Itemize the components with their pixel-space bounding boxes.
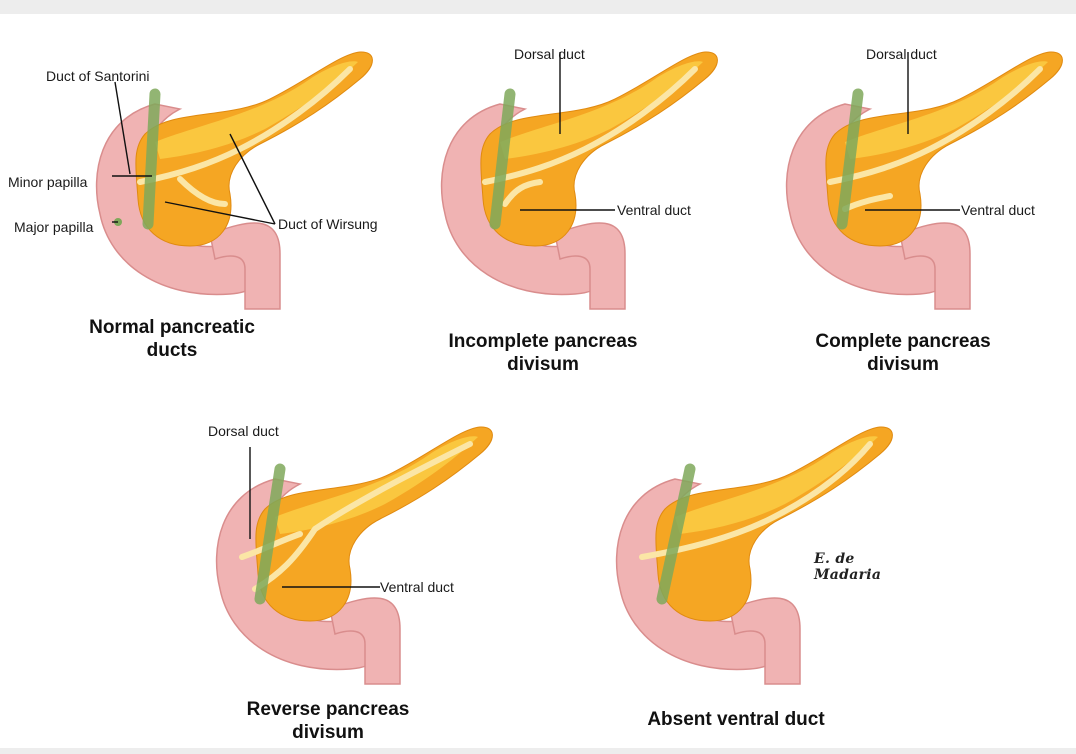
- common-bile-duct: [656, 463, 696, 605]
- caption-line1: Incomplete pancreas: [448, 331, 638, 352]
- pancreas: [255, 426, 493, 622]
- caption-absent: Absent ventral duct: [606, 708, 866, 731]
- label-pointer-line: [114, 81, 131, 175]
- label-dorsal-duct: Dorsal duct: [208, 423, 279, 439]
- author-signature: E. de Madaria: [814, 551, 882, 583]
- duodenum-distal: [329, 597, 401, 685]
- panel-reverse: Dorsal duct Ventral duct: [180, 399, 520, 689]
- pancreas-highlight: [845, 61, 1048, 159]
- pancreatic-duct: [639, 441, 873, 560]
- duodenum-distal: [209, 222, 281, 310]
- label-pointer-line: [229, 133, 276, 225]
- common-bile-duct: [836, 88, 864, 230]
- label-wirsung: Duct of Wirsung: [278, 216, 378, 232]
- label-santorini: Duct of Santorini: [46, 68, 150, 84]
- label-minor-papilla: Minor papilla: [8, 174, 88, 190]
- caption-line1: Normal pancreatic: [89, 317, 255, 338]
- pancreas: [655, 426, 893, 622]
- caption-line2: divisum: [507, 354, 579, 375]
- label-dorsal-duct: Dorsal duct: [514, 46, 585, 62]
- pancreatic-duct: [252, 441, 473, 592]
- common-bile-duct: [489, 88, 516, 230]
- duodenum-distal: [554, 222, 626, 310]
- pancreas-highlight: [275, 436, 478, 534]
- caption-line1: Reverse pancreas: [246, 699, 410, 720]
- caption-reverse: Reverse pancreas divisum: [198, 698, 458, 744]
- common-bile-duct: [142, 88, 161, 230]
- caption-line2: divisum: [867, 354, 939, 375]
- panel-incomplete: Dorsal duct Ventral duct: [405, 24, 745, 314]
- pancreatic-duct: [137, 66, 353, 185]
- pancreatic-duct: [502, 179, 543, 207]
- caption-incomplete: Incomplete pancreas divisum: [413, 330, 673, 376]
- label-ventral-duct: Ventral duct: [617, 202, 691, 218]
- duodenum-distal: [729, 597, 801, 685]
- label-ventral-duct: Ventral duct: [380, 579, 454, 595]
- pancreas-illustration: [215, 426, 493, 685]
- caption-complete: Complete pancreas divisum: [773, 330, 1033, 376]
- caption-normal: Normal pancreatic ducts: [42, 316, 302, 362]
- caption-line1: Absent ventral duct: [647, 709, 825, 730]
- caption-line2: ducts: [146, 340, 198, 361]
- pancreatic-duct: [827, 66, 1043, 185]
- pancreas-illustration: [95, 51, 373, 310]
- pancreas-highlight: [675, 436, 878, 534]
- pancreatic-duct: [482, 66, 698, 185]
- label-major-papilla: Major papilla: [14, 219, 94, 235]
- panel-normal: Duct of Santorini Minor papilla Major pa…: [8, 24, 400, 314]
- panel-absent: E. de Madaria: [580, 399, 920, 689]
- duodenum-distal: [899, 222, 971, 310]
- pancreas-highlight: [500, 61, 703, 159]
- label-dorsal-duct: Dorsal duct: [866, 46, 937, 62]
- pancreas-illustration: [440, 51, 718, 310]
- caption-line2: divisum: [292, 722, 364, 743]
- common-bile-duct: [254, 463, 286, 605]
- label-ventral-duct: Ventral duct: [961, 202, 1035, 218]
- pancreas-illustration: [785, 51, 1063, 310]
- label-pointer-line: [164, 201, 276, 225]
- pancreas-illustration: [615, 426, 893, 685]
- pancreatic-duct: [177, 176, 228, 207]
- panel-complete: Dorsal duct Ventral duct: [750, 24, 1076, 314]
- caption-line1: Complete pancreas: [815, 331, 991, 352]
- pancreas-highlight: [155, 61, 358, 159]
